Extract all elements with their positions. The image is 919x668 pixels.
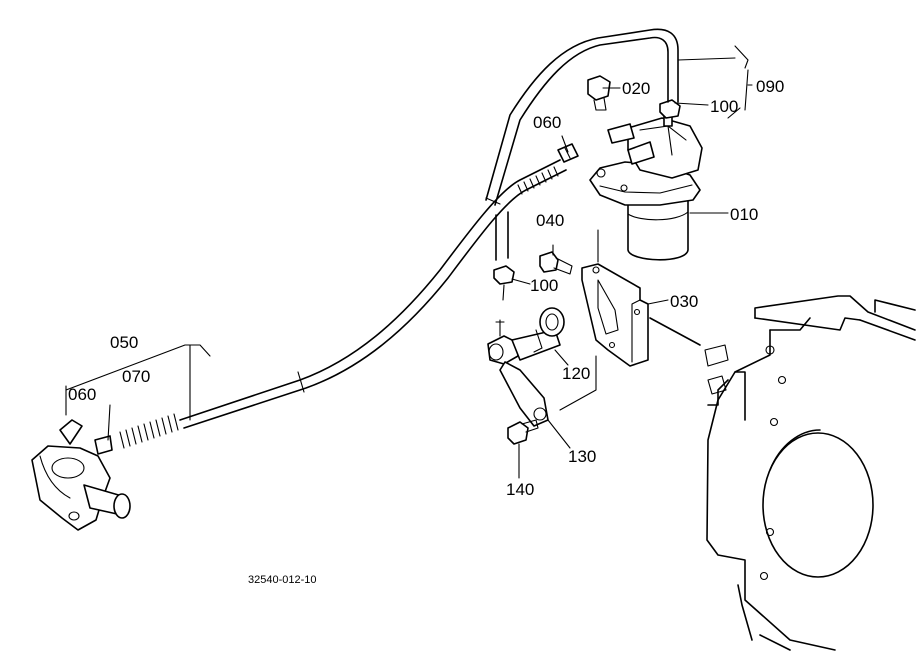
label-140: 140	[506, 480, 534, 499]
bolt-020	[587, 75, 611, 111]
engine-block	[649, 295, 916, 651]
label-100-mid: 100	[530, 276, 558, 295]
label-030: 030	[670, 292, 698, 311]
label-060-left: 060	[68, 385, 96, 404]
bolt-140	[507, 419, 539, 445]
bracket-markers	[65, 45, 749, 441]
drawing-code: 32540-012-10	[248, 574, 317, 586]
label-100-top: 100	[710, 97, 738, 116]
fuel-filter	[589, 109, 703, 261]
label-040: 040	[536, 211, 564, 230]
injection-pump	[31, 419, 131, 531]
label-070: 070	[122, 367, 150, 386]
label-010: 010	[730, 205, 758, 224]
spring-left	[119, 413, 179, 449]
label-020: 020	[622, 79, 650, 98]
spring-top	[517, 143, 579, 195]
hose-090	[485, 28, 679, 206]
label-060-top: 060	[533, 113, 561, 132]
label-130: 130	[568, 447, 596, 466]
label-050: 050	[110, 333, 138, 352]
clip-100-top	[659, 99, 681, 119]
bolt-040	[539, 251, 573, 275]
knob-120	[533, 307, 565, 353]
feed-pump	[487, 319, 561, 427]
bracket-030	[559, 229, 649, 411]
short-pipe	[493, 211, 515, 301]
label-090: 090	[756, 77, 784, 96]
leader-lines	[511, 84, 753, 479]
part-labels: 020 090 100 060 010 040 100 030 050 070 …	[68, 77, 784, 586]
fuel-pipe	[179, 159, 567, 429]
label-120: 120	[562, 364, 590, 383]
